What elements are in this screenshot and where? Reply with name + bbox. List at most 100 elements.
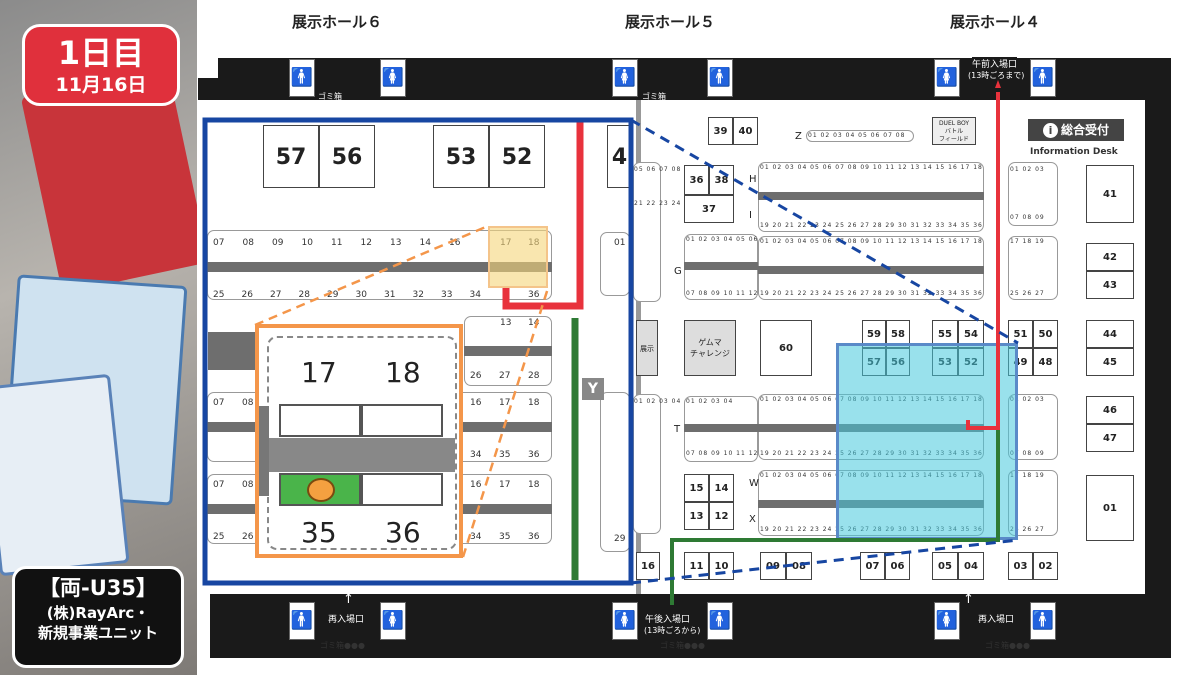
booth-number[interactable]: 08 <box>242 238 254 248</box>
booth-46[interactable]: 46 <box>1086 396 1134 424</box>
booth-number[interactable]: 07 <box>213 238 225 248</box>
booth-number[interactable]: 08 <box>242 398 254 408</box>
booth-number-strip[interactable]: 07 08 09 <box>1010 450 1045 457</box>
booth-42[interactable]: 42 <box>1086 243 1134 271</box>
booth-number[interactable]: 33 <box>441 290 453 300</box>
gemma-challenge-area[interactable]: ゲムマ チャレンジ <box>684 320 736 376</box>
booth-48[interactable]: 48 <box>1033 348 1058 376</box>
booth-number[interactable]: 17 <box>499 398 511 408</box>
booth-37[interactable]: 37 <box>684 195 734 223</box>
booth-number[interactable]: 26 <box>470 371 482 381</box>
booth-number[interactable]: 16 <box>449 238 461 248</box>
booth-number[interactable]: 17 <box>499 480 511 490</box>
booth-number-strip[interactable]: 19 20 21 22 23 24 25 26 27 28 29 30 31 3… <box>760 222 983 229</box>
top-wall-6a <box>198 78 220 100</box>
booth-number[interactable]: 35 <box>499 532 511 542</box>
booth-number[interactable]: 36 <box>528 450 540 460</box>
booth-15[interactable]: 15 <box>684 474 709 502</box>
booth-43[interactable]: 43 <box>1086 271 1134 299</box>
booth-number[interactable]: 25 <box>213 532 225 542</box>
booth-number[interactable]: 36 <box>528 532 540 542</box>
booth-60[interactable]: 60 <box>760 320 812 376</box>
booth-number-strip[interactable]: 25 26 27 <box>1010 526 1045 533</box>
booth-number-strip[interactable]: 01 02 03 04 05 06 07 08 09 10 11 12 13 1… <box>760 164 983 171</box>
booth-10[interactable]: 10 <box>709 552 734 580</box>
booth-06[interactable]: 06 <box>885 552 910 580</box>
booth-number[interactable]: 32 <box>412 290 424 300</box>
booth-number-strip[interactable]: 05 06 07 08 <box>634 166 682 173</box>
booth-number-strip[interactable]: 07 08 09 10 11 12 <box>686 450 759 457</box>
booth-number-strip[interactable]: 01 02 03 <box>1010 166 1045 173</box>
booth-36[interactable]: 36 <box>684 165 709 195</box>
booth-01[interactable]: 01 <box>1086 475 1134 541</box>
booth-number-strip[interactable]: 17 18 19 <box>1010 472 1045 479</box>
booth-53[interactable]: 53 <box>433 125 489 188</box>
booth-number[interactable]: 16 <box>470 480 482 490</box>
booth-45[interactable]: 45 <box>1086 348 1134 376</box>
booth-number[interactable]: 26 <box>242 532 254 542</box>
booth-number[interactable]: 27 <box>499 371 511 381</box>
booth-04[interactable]: 04 <box>958 552 984 580</box>
info-desk-label: 総合受付 <box>1060 123 1109 137</box>
booth-number[interactable]: 18 <box>528 398 540 408</box>
booth-number[interactable]: 13 <box>500 318 512 328</box>
booth-number[interactable]: 26 <box>241 290 253 300</box>
booth-number[interactable]: 07 <box>213 480 225 490</box>
booth-12[interactable]: 12 <box>709 502 734 530</box>
booth-02[interactable]: 02 <box>1033 552 1058 580</box>
booth-number[interactable]: 29 <box>327 290 339 300</box>
booth-number[interactable]: 10 <box>301 238 313 248</box>
booth-16[interactable]: 16 <box>636 552 660 580</box>
booth-14[interactable]: 14 <box>709 474 734 502</box>
booth-number[interactable]: 16 <box>470 398 482 408</box>
booth-40[interactable]: 40 <box>733 117 758 145</box>
booth-number-strip[interactable]: 01 02 03 04 <box>686 398 734 405</box>
booth-number[interactable]: 07 <box>213 398 225 408</box>
duel-boy-field[interactable]: DUEL BOY バトル フィールド <box>932 117 976 145</box>
booth-number-strip[interactable]: 01 02 03 04 05 06 <box>686 236 759 243</box>
booth-number[interactable]: 14 <box>528 318 540 328</box>
booth-number-strip[interactable]: 01 02 03 04 05 06 07 08 <box>808 132 906 139</box>
booth-number[interactable]: 34 <box>469 290 481 300</box>
booth-56[interactable]: 56 <box>319 125 375 188</box>
booth-number[interactable]: 28 <box>298 290 310 300</box>
booth-39[interactable]: 39 <box>708 117 733 145</box>
booth-number[interactable]: 13 <box>390 238 402 248</box>
booth-number[interactable]: 25 <box>213 290 225 300</box>
booth-38[interactable]: 38 <box>709 165 734 195</box>
booth-57[interactable]: 57 <box>263 125 319 188</box>
booth-50[interactable]: 50 <box>1033 320 1058 348</box>
booth-number-strip[interactable]: 01 02 03 04 05 06 07 08 09 10 11 12 13 1… <box>760 238 983 245</box>
booth-44[interactable]: 44 <box>1086 320 1134 348</box>
booth-number[interactable]: 35 <box>499 450 511 460</box>
booth-number-strip[interactable]: 01 02 03 04 <box>634 398 682 405</box>
booth-number-strip[interactable]: 07 08 09 10 11 12 <box>686 290 759 297</box>
booth-number-strip[interactable]: 01 02 03 <box>1010 396 1045 403</box>
booth-03[interactable]: 03 <box>1008 552 1033 580</box>
booth-number-strip[interactable]: 07 08 09 <box>1010 214 1045 221</box>
booth-number[interactable]: 09 <box>272 238 284 248</box>
booth-number[interactable]: 34 <box>470 532 482 542</box>
booth-number[interactable]: 14 <box>419 238 431 248</box>
booth-47[interactable]: 47 <box>1086 424 1134 452</box>
booth-13[interactable]: 13 <box>684 502 709 530</box>
booth-number[interactable]: 30 <box>355 290 367 300</box>
booth-number-strip[interactable]: 21 22 23 24 <box>634 200 682 207</box>
booth-05[interactable]: 05 <box>932 552 958 580</box>
booth-41[interactable]: 41 <box>1086 165 1134 223</box>
booth-52[interactable]: 52 <box>489 125 545 188</box>
booth-number[interactable]: 36 <box>528 290 540 300</box>
booth-number[interactable]: 27 <box>270 290 282 300</box>
booth-number[interactable]: 34 <box>470 450 482 460</box>
reentry-label: 再入場口 <box>328 615 365 625</box>
booth-number[interactable]: 31 <box>384 290 396 300</box>
booth-number[interactable]: 28 <box>528 371 540 381</box>
booth-number-strip[interactable]: 19 20 21 22 23 24 25 26 27 28 29 30 31 3… <box>760 290 983 297</box>
booth-number[interactable]: 11 <box>331 238 343 248</box>
booth-number[interactable]: 08 <box>242 480 254 490</box>
booth-number-strip[interactable]: 25 26 27 <box>1010 290 1045 297</box>
booth-number-strip[interactable]: 17 18 19 <box>1010 238 1045 245</box>
booth-number[interactable]: 18 <box>528 480 540 490</box>
booth-number[interactable]: 12 <box>360 238 372 248</box>
